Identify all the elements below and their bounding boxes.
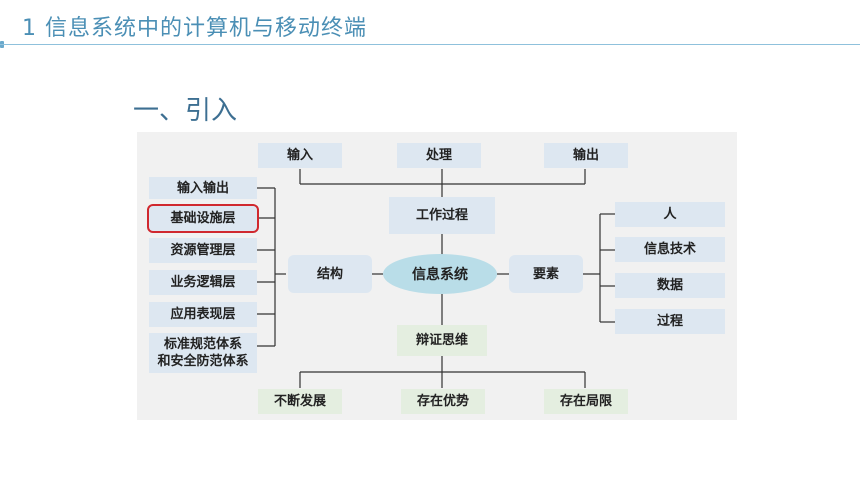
right-item-technology: 信息技术: [615, 237, 725, 262]
bottom-item-advantages: 存在优势: [401, 389, 485, 414]
left-item-presentation: 应用表现层: [149, 302, 257, 327]
node-work-process: 工作过程: [389, 197, 495, 234]
right-item-data: 数据: [615, 273, 725, 298]
section-title: 一、引入: [133, 96, 238, 126]
node-elements: 要素: [509, 255, 583, 293]
bottom-item-development: 不断发展: [258, 389, 342, 414]
header-divider: [0, 44, 860, 45]
page-header-title: 1 信息系统中的计算机与移动终端: [22, 16, 367, 41]
right-item-process: 过程: [615, 309, 725, 334]
left-item-io: 输入输出: [149, 177, 257, 199]
concept-diagram: 输入 处理 输出 工作过程 信息系统 结构 要素 辩证思维 输入输出 基础设施层…: [137, 132, 737, 420]
left-item-business-logic: 业务逻辑层: [149, 270, 257, 295]
left-item-resource-management: 资源管理层: [149, 238, 257, 263]
right-item-people: 人: [615, 202, 725, 227]
node-input: 输入: [258, 143, 342, 168]
node-process: 处理: [397, 143, 481, 168]
node-structure: 结构: [288, 255, 372, 293]
node-output: 输出: [544, 143, 628, 168]
left-item-infrastructure: 基础设施层: [147, 204, 259, 233]
node-information-system: 信息系统: [383, 254, 497, 294]
bottom-item-limitations: 存在局限: [544, 389, 628, 414]
left-item-standards-security: 标准规范体系 和安全防范体系: [149, 333, 257, 373]
node-dialectical-thinking: 辩证思维: [397, 325, 487, 356]
